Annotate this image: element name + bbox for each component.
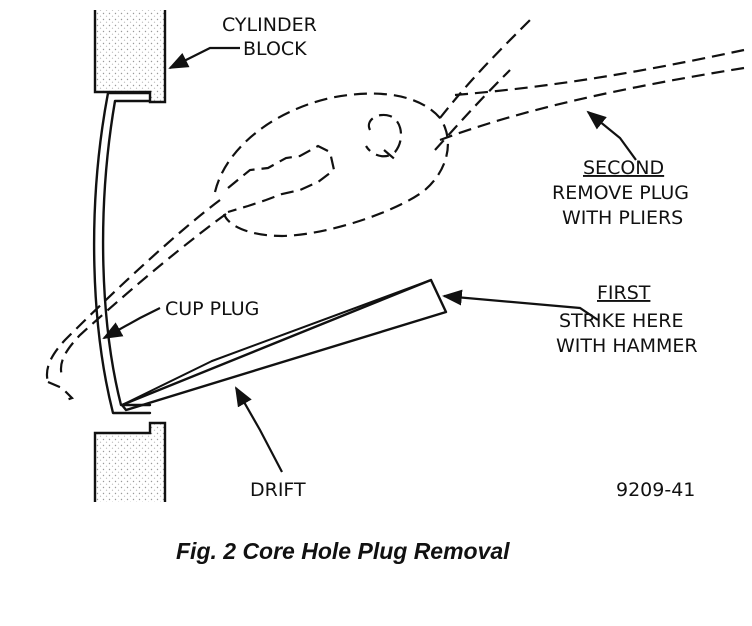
arrow-second [586, 110, 637, 161]
label-first-line2: WITH HAMMER [556, 335, 698, 357]
arrow-cup-plug [102, 307, 161, 339]
figure-number: 9209-41 [616, 479, 695, 501]
label-first-line1: STRIKE HERE [559, 310, 683, 332]
label-drift: DRIFT [250, 479, 306, 501]
cylinder-block-lower [93, 421, 167, 502]
arrow-first [442, 289, 599, 321]
pliers-outline [45, 19, 745, 402]
arrow-cylinder-block [168, 46, 240, 69]
label-first-heading: FIRST [597, 282, 651, 304]
label-second-line2: WITH PLIERS [562, 207, 683, 229]
cylinder-block-upper [93, 10, 167, 104]
arrow-drift [235, 386, 283, 473]
label-cylinder-block-2: BLOCK [243, 38, 307, 60]
label-cylinder-block-1: CYLINDER [222, 14, 317, 36]
figure-caption: Fig. 2 Core Hole Plug Removal [176, 538, 510, 564]
leader-arrows [102, 46, 637, 473]
label-cup-plug: CUP PLUG [165, 298, 259, 320]
labels: CYLINDER BLOCK SECOND REMOVE PLUG WITH P… [165, 14, 698, 501]
label-second-heading: SECOND [583, 157, 664, 179]
drift-tool [120, 278, 448, 412]
cup-plug [92, 91, 152, 415]
cylinder-block [93, 10, 167, 502]
label-second-line1: REMOVE PLUG [552, 182, 689, 204]
